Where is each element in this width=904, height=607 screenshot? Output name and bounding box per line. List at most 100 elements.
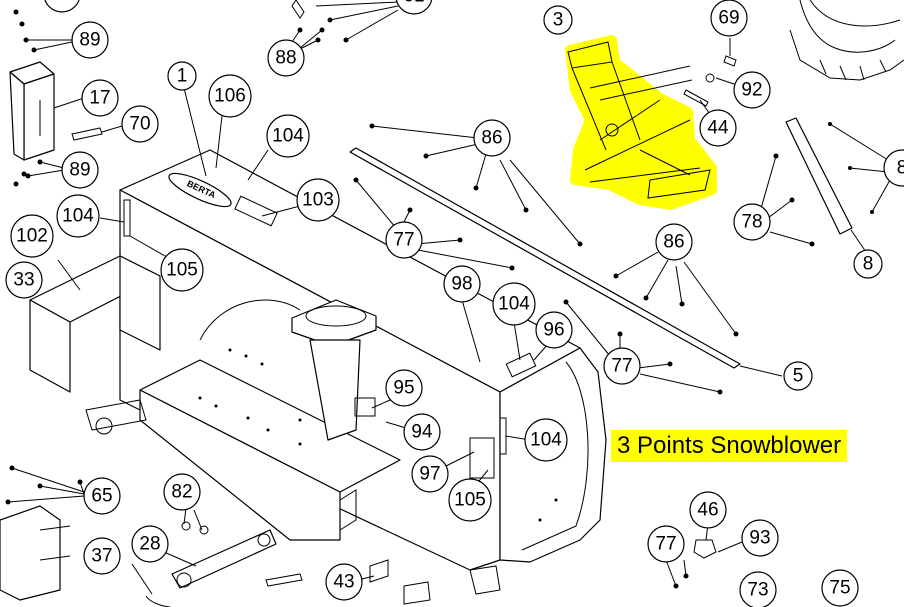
svg-text:65: 65 (51, 0, 72, 5)
svg-text:1: 1 (177, 66, 188, 87)
callout-92: 92 (733, 71, 771, 109)
callout-78: 78 (733, 203, 771, 241)
svg-text:102: 102 (16, 226, 48, 247)
svg-text:92: 92 (741, 80, 762, 101)
hardware-88-61 (287, 0, 399, 51)
svg-text:77: 77 (611, 356, 632, 377)
svg-text:5: 5 (793, 366, 804, 387)
svg-text:28: 28 (139, 534, 160, 555)
callout-103: 103 (296, 178, 340, 222)
svg-text:93: 93 (749, 528, 770, 549)
callout-104-left: 104 (56, 194, 100, 238)
callout-95: 95 (385, 369, 423, 407)
callout-88: 88 (267, 39, 305, 77)
callout-17: 17 (81, 79, 119, 117)
callout-86-top: 86 (473, 119, 511, 157)
svg-text:106: 106 (214, 86, 246, 107)
svg-text:70: 70 (129, 114, 150, 135)
callout-105-right: 105 (448, 478, 492, 522)
callout-43: 43 (325, 563, 363, 601)
svg-text:77: 77 (655, 534, 676, 555)
svg-text:88: 88 (275, 48, 296, 69)
callout-65: 65 (44, 0, 80, 13)
callout-77-top: 77 (385, 221, 423, 259)
callout-82: 82 (163, 473, 201, 511)
svg-text:94: 94 (411, 422, 433, 443)
callout-104-top: 104 (266, 114, 310, 158)
svg-text:104: 104 (62, 206, 94, 227)
side-skid (759, 117, 891, 253)
svg-text:43: 43 (333, 572, 354, 593)
svg-text:8: 8 (863, 254, 874, 275)
svg-text:17: 17 (89, 88, 110, 109)
svg-text:73: 73 (747, 580, 768, 601)
pin-hardware (683, 38, 741, 118)
callout-105-left: 105 (160, 248, 204, 292)
svg-text:103: 103 (302, 190, 334, 211)
svg-text:89: 89 (79, 30, 100, 51)
callout-37: 37 (83, 537, 121, 575)
callout-86-right: 86 (655, 223, 693, 261)
callout-8-right: 8 (883, 149, 904, 187)
callout-94: 94 (403, 413, 441, 451)
svg-text:104: 104 (530, 430, 562, 451)
svg-text:77: 77 (393, 230, 414, 251)
callout-3: 3 (543, 5, 573, 35)
svg-text:69: 69 (718, 8, 739, 29)
callout-104-right: 104 (524, 418, 568, 462)
callout-46: 46 (689, 491, 727, 529)
callout-8: 8 (853, 249, 883, 279)
svg-text:82: 82 (171, 482, 192, 503)
callout-96: 96 (535, 311, 573, 349)
bracket-17 (9, 9, 123, 187)
svg-text:75: 75 (829, 578, 850, 599)
callout-61: 61 (395, 0, 433, 15)
svg-text:78: 78 (741, 212, 762, 233)
svg-text:37: 37 (91, 546, 112, 567)
svg-text:86: 86 (481, 128, 502, 149)
svg-text:104: 104 (498, 294, 530, 315)
callout-33: 33 (5, 261, 43, 299)
callouts: 65 61 89 88 17 70 89 1 106 104 103 104 1… (5, 0, 904, 607)
housing-leaders (57, 87, 549, 595)
svg-text:105: 105 (166, 260, 198, 281)
svg-text:95: 95 (393, 378, 414, 399)
callout-93: 93 (741, 519, 779, 557)
chute-part-highlight (565, 35, 717, 210)
callout-28: 28 (131, 525, 169, 563)
callout-70: 70 (121, 105, 159, 143)
callout-106: 106 (208, 74, 252, 118)
callout-65-lower: 65 (83, 477, 121, 515)
svg-text:105: 105 (454, 490, 486, 511)
callout-89: 89 (71, 21, 109, 59)
svg-text:3: 3 (553, 10, 564, 31)
svg-text:98: 98 (451, 274, 472, 295)
svg-text:96: 96 (543, 320, 564, 341)
svg-text:104: 104 (272, 126, 304, 147)
callout-77-bottom: 77 (647, 525, 685, 563)
svg-text:65: 65 (91, 486, 112, 507)
callout-5: 5 (783, 361, 813, 391)
auger-fragment (789, 0, 904, 81)
caption-label: 3 Points Snowblower (611, 430, 848, 462)
callout-73: 73 (739, 571, 777, 607)
callout-97: 97 (411, 455, 449, 493)
svg-text:46: 46 (697, 500, 718, 521)
callout-77-mid: 77 (603, 347, 641, 385)
callout-98: 98 (443, 265, 481, 303)
svg-text:33: 33 (13, 270, 34, 291)
snowblower-housing: BERTA (29, 149, 607, 595)
wear-bar (349, 123, 783, 377)
callout-69: 69 (710, 0, 748, 37)
callout-1: 1 (167, 61, 197, 91)
callout-75: 75 (821, 569, 859, 607)
bolts-77 (353, 177, 723, 395)
svg-text:61: 61 (403, 0, 424, 7)
callout-104-mid: 104 (492, 282, 536, 326)
svg-text:97: 97 (419, 464, 440, 485)
callout-102: 102 (10, 214, 54, 258)
svg-text:86: 86 (663, 232, 684, 253)
svg-text:44: 44 (707, 118, 729, 139)
callout-89-lower: 89 (61, 151, 99, 189)
